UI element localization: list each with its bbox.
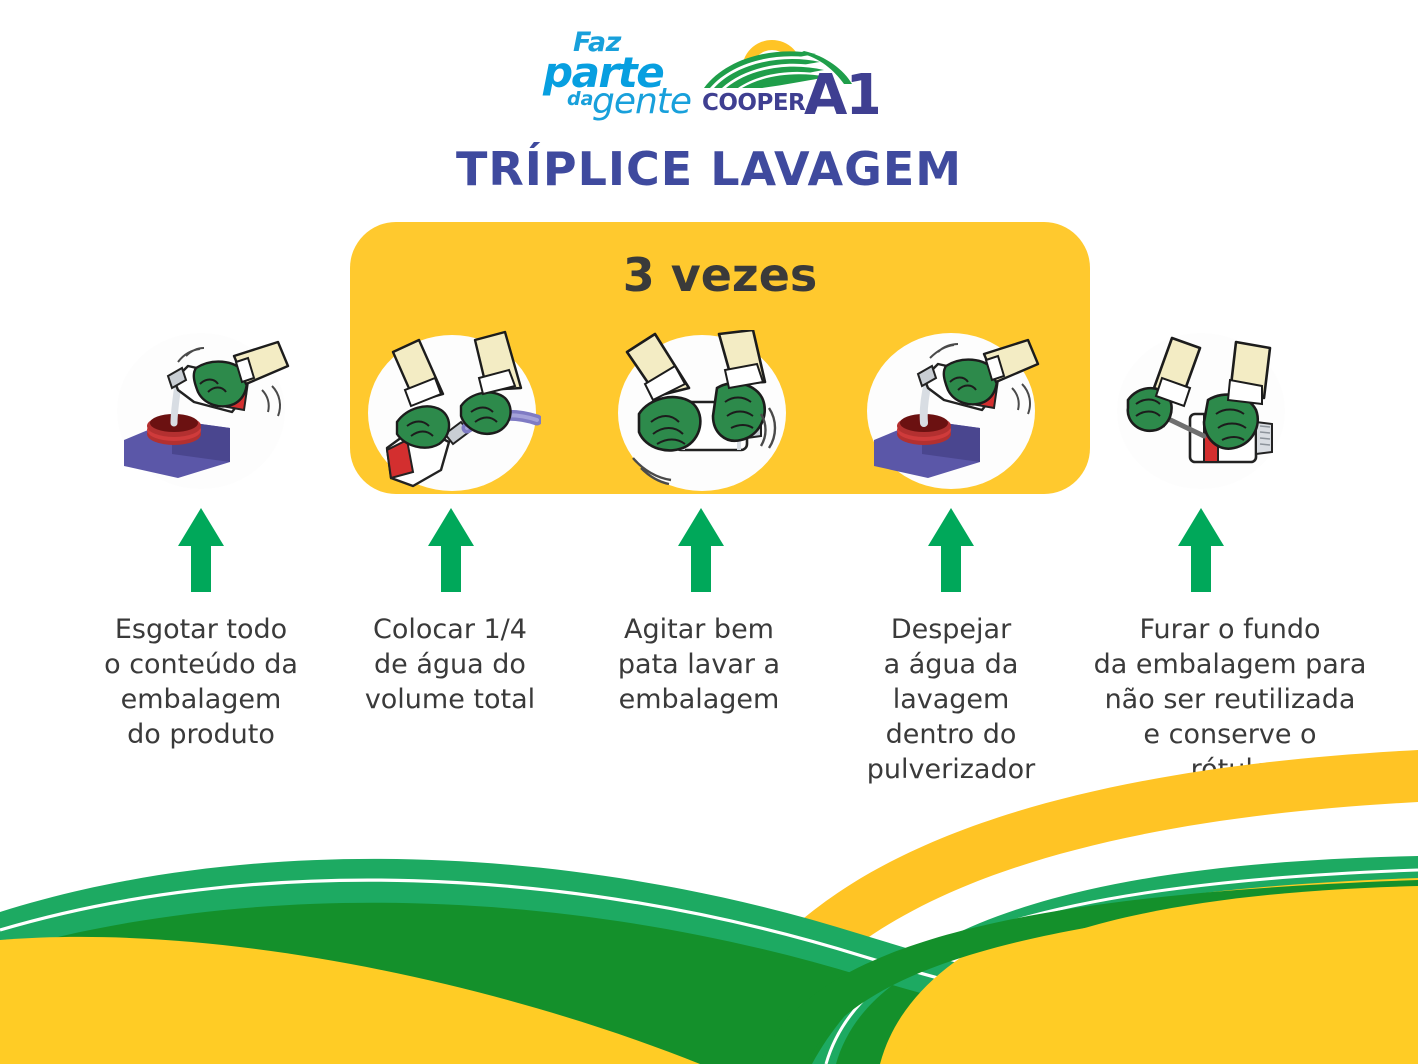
arrow-up-icon — [428, 508, 474, 592]
header-logo-row: Faz parte da gente — [0, 24, 1418, 122]
arrow-up-icon — [678, 508, 724, 592]
step-caption-3: Agitar bem pata lavar a embalagem — [617, 614, 781, 716]
puncture-bottle-bottom-icon — [1117, 333, 1285, 489]
sun-arc-icon — [742, 40, 802, 70]
step-illustration-1 — [112, 328, 290, 494]
arrow-up-icon — [1178, 508, 1224, 592]
cooper-a1-logo: COOPER A1 — [694, 26, 878, 118]
page-title: TRÍPLICE LAVAGEM — [455, 142, 963, 196]
step-caption-5: Furar o fundo da embalagem para não ser … — [1093, 614, 1367, 785]
logo-word-cooper: COOPER — [702, 90, 806, 116]
bottom-wave-decoration — [0, 744, 1418, 1064]
pour-product-into-sprayer-icon — [117, 333, 290, 489]
arrow-up-step-1 — [178, 508, 224, 592]
step-caption-1: Esgotar todo o conteúdo da embalagem do … — [104, 614, 298, 751]
green-field-icon — [704, 51, 852, 88]
logo-text-parte: parte — [543, 48, 665, 97]
arrow-up-step-5 — [1178, 508, 1224, 592]
step-illustration-4 — [862, 328, 1040, 494]
arrow-up-icon — [928, 508, 974, 592]
step-caption-4: Despejar a água da lavagem dentro do pul… — [866, 614, 1036, 786]
logo-text-faz: Faz — [573, 27, 621, 58]
arrow-up-step-4 — [928, 508, 974, 592]
arrow-up-step-2 — [428, 508, 474, 592]
shake-bottle-icon — [618, 330, 786, 491]
step-illustration-3 — [613, 330, 791, 496]
step-caption-2: Colocar 1/4 de água do volume total — [364, 614, 536, 716]
logo-text-gente: gente — [592, 81, 692, 122]
step-illustration-5 — [1112, 328, 1290, 494]
faz-parte-da-gente-logo: Faz parte da gente — [540, 26, 692, 122]
logo-word-a1: A1 — [804, 63, 878, 118]
box-label-3-vezes: 3 vezes — [622, 248, 818, 302]
pour-rinse-water-into-sprayer-icon — [867, 333, 1040, 489]
arrow-up-icon — [178, 508, 224, 592]
arrow-up-step-3 — [678, 508, 724, 592]
logo-text-da: da — [567, 88, 594, 110]
fill-bottle-with-water-hose-icon — [368, 330, 541, 491]
step-illustration-2 — [363, 330, 541, 496]
